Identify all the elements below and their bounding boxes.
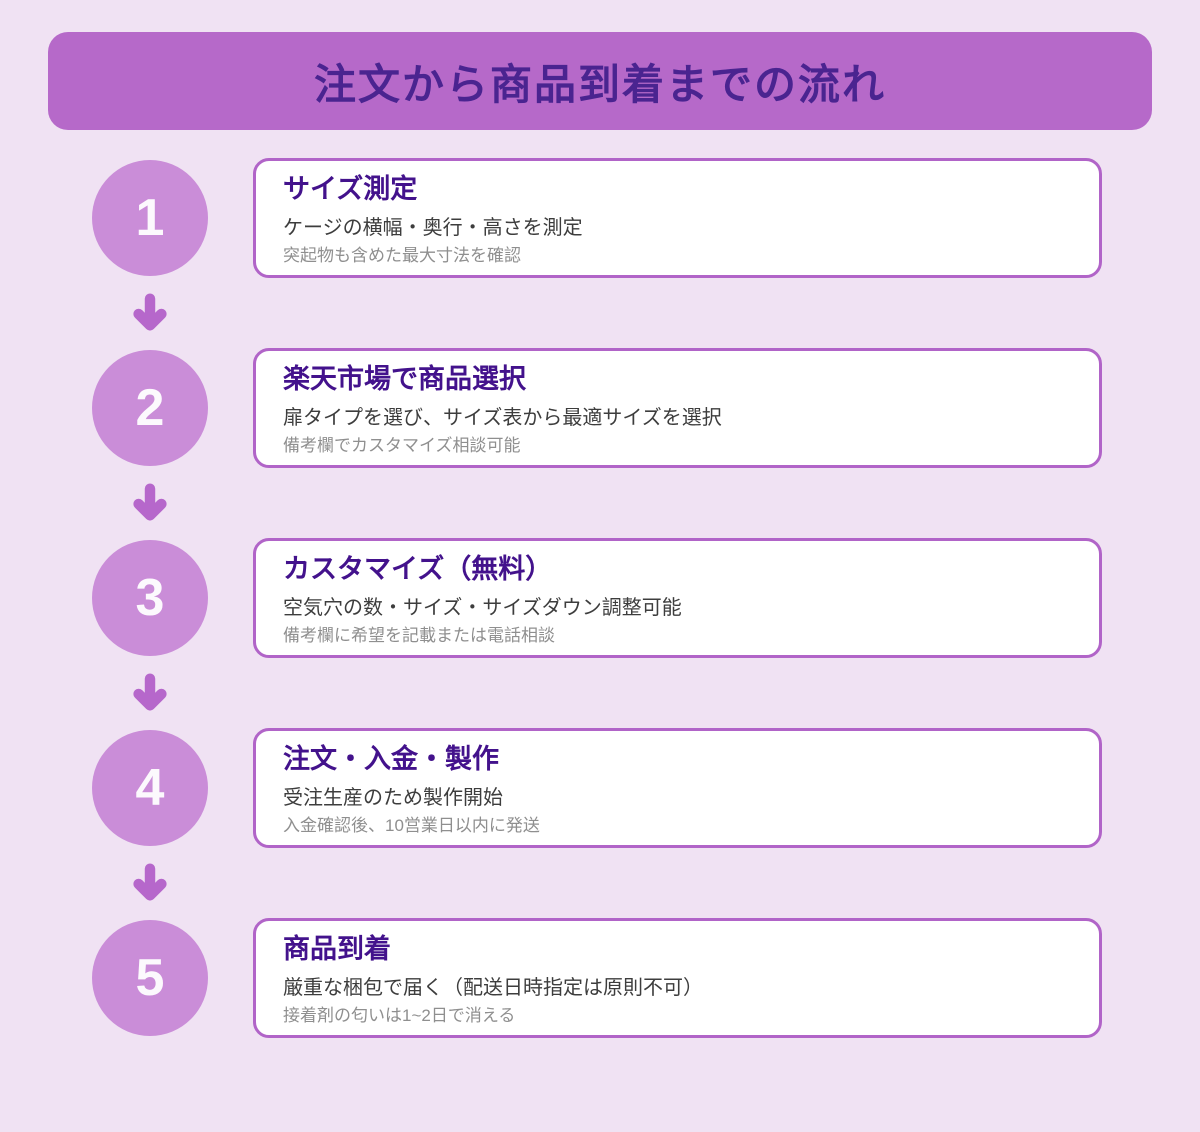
down-arrow-icon: [133, 483, 167, 521]
step-description: 受注生産のため製作開始: [283, 787, 503, 810]
step-note: 備考欄でカスタマイズ相談可能: [283, 436, 521, 456]
down-arrow-icon: [133, 673, 167, 711]
step-3-card: カスタマイズ（無料） 空気穴の数・サイズ・サイズダウン調整可能 備考欄に希望を記…: [253, 538, 1102, 658]
step-note: 備考欄に希望を記載または電話相談: [283, 626, 555, 646]
down-arrow-icon: [133, 863, 167, 901]
step-4-number-badge: 4: [92, 730, 208, 846]
step-title: サイズ測定: [283, 174, 418, 204]
step-3-number-badge: 3: [92, 540, 208, 656]
step-description: 空気穴の数・サイズ・サイズダウン調整可能: [283, 597, 682, 620]
step-note: 接着剤の匂いは1~2日で消える: [283, 1006, 516, 1026]
step-number: 5: [135, 949, 165, 1007]
step-description: 扉タイプを選び、サイズ表から最適サイズを選択: [283, 407, 722, 430]
flow-diagram: 1 サイズ測定 ケージの横幅・奥行・高さを測定 突起物も含めた最大寸法を確認 2…: [0, 158, 1200, 1038]
step-row-1: 1 サイズ測定 ケージの横幅・奥行・高さを測定 突起物も含めた最大寸法を確認: [92, 158, 1102, 278]
step-number: 2: [135, 379, 165, 437]
step-description: 厳重な梱包で届く（配送日時指定は原則不可）: [283, 977, 703, 1000]
step-number: 3: [135, 569, 165, 627]
flow-arrow-row: [0, 278, 1200, 348]
step-number: 1: [135, 189, 165, 247]
step-2-card: 楽天市場で商品選択 扉タイプを選び、サイズ表から最適サイズを選択 備考欄でカスタ…: [253, 348, 1102, 468]
step-5-number-badge: 5: [92, 920, 208, 1036]
step-row-2: 2 楽天市場で商品選択 扉タイプを選び、サイズ表から最適サイズを選択 備考欄でカ…: [92, 348, 1102, 468]
flow-arrow-row: [0, 658, 1200, 728]
step-number: 4: [135, 759, 165, 817]
step-note: 入金確認後、10営業日以内に発送: [283, 816, 540, 836]
step-1-number-badge: 1: [92, 160, 208, 276]
step-5-card: 商品到着 厳重な梱包で届く（配送日時指定は原則不可） 接着剤の匂いは1~2日で消…: [253, 918, 1102, 1038]
page-title: 注文から商品到着までの流れ: [313, 60, 886, 108]
flow-arrow-row: [0, 848, 1200, 918]
step-row-5: 5 商品到着 厳重な梱包で届く（配送日時指定は原則不可） 接着剤の匂いは1~2日…: [92, 918, 1102, 1038]
step-title: 楽天市場で商品選択: [283, 364, 526, 394]
step-description: ケージの横幅・奥行・高さを測定: [283, 217, 583, 240]
step-4-card: 注文・入金・製作 受注生産のため製作開始 入金確認後、10営業日以内に発送: [253, 728, 1102, 848]
step-2-number-badge: 2: [92, 350, 208, 466]
flow-arrow-row: [0, 468, 1200, 538]
step-note: 突起物も含めた最大寸法を確認: [283, 246, 521, 266]
step-row-3: 3 カスタマイズ（無料） 空気穴の数・サイズ・サイズダウン調整可能 備考欄に希望…: [92, 538, 1102, 658]
step-title: 注文・入金・製作: [283, 744, 499, 774]
step-1-card: サイズ測定 ケージの横幅・奥行・高さを測定 突起物も含めた最大寸法を確認: [253, 158, 1102, 278]
step-title: 商品到着: [283, 934, 391, 964]
down-arrow-icon: [133, 293, 167, 331]
step-row-4: 4 注文・入金・製作 受注生産のため製作開始 入金確認後、10営業日以内に発送: [92, 728, 1102, 848]
step-title: カスタマイズ（無料）: [283, 554, 553, 584]
header-banner: 注文から商品到着までの流れ: [48, 32, 1152, 130]
